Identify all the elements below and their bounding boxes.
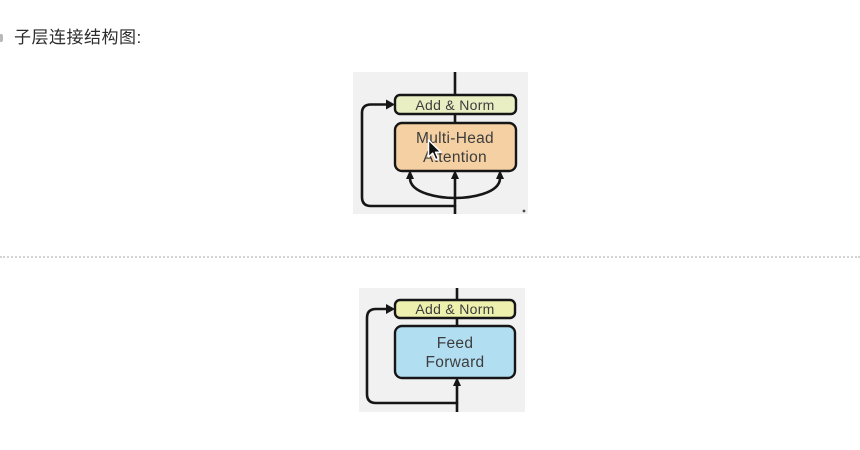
add-norm-label: Add & Norm	[415, 301, 494, 317]
bottom-arrowhead-icon	[453, 377, 461, 386]
attention-label-line1: Multi-Head	[416, 130, 494, 147]
attention-sublayer-figure: Add & Norm Multi-Head Attention	[360, 72, 526, 214]
left-edge-artifact	[0, 34, 3, 42]
add-norm-label: Add & Norm	[415, 97, 494, 113]
residual-arrowhead-icon	[386, 304, 395, 314]
residual-connection-line	[365, 307, 459, 405]
section-divider	[0, 256, 860, 258]
dot-artifact	[522, 209, 526, 213]
feed-forward-sublayer-figure: Add & Norm Feed Forward	[365, 288, 517, 412]
center-arrowhead-icon	[451, 170, 459, 179]
right-branch-line	[454, 177, 502, 200]
feed-forward-box	[393, 324, 517, 380]
residual-arrowhead-icon	[386, 99, 395, 110]
attention-label-line2: Attention	[423, 149, 487, 166]
left-branch-line	[408, 177, 456, 200]
add-norm-box	[393, 298, 517, 320]
residual-connection-line	[360, 103, 457, 208]
page-title: 子层连接结构图:	[14, 28, 142, 47]
mouse-cursor-icon	[427, 139, 442, 161]
feed-forward-label-line2: Forward	[426, 354, 485, 371]
feed-forward-sublayer-diagram: Add & Norm Feed Forward	[359, 288, 525, 412]
left-arrowhead-icon	[406, 170, 414, 179]
right-arrowhead-icon	[496, 170, 504, 179]
multi-head-attention-box	[393, 121, 518, 173]
add-norm-box	[393, 93, 518, 116]
feed-forward-label-line1: Feed	[437, 335, 474, 352]
attention-sublayer-diagram: Add & Norm Multi-Head Attention	[353, 72, 528, 214]
